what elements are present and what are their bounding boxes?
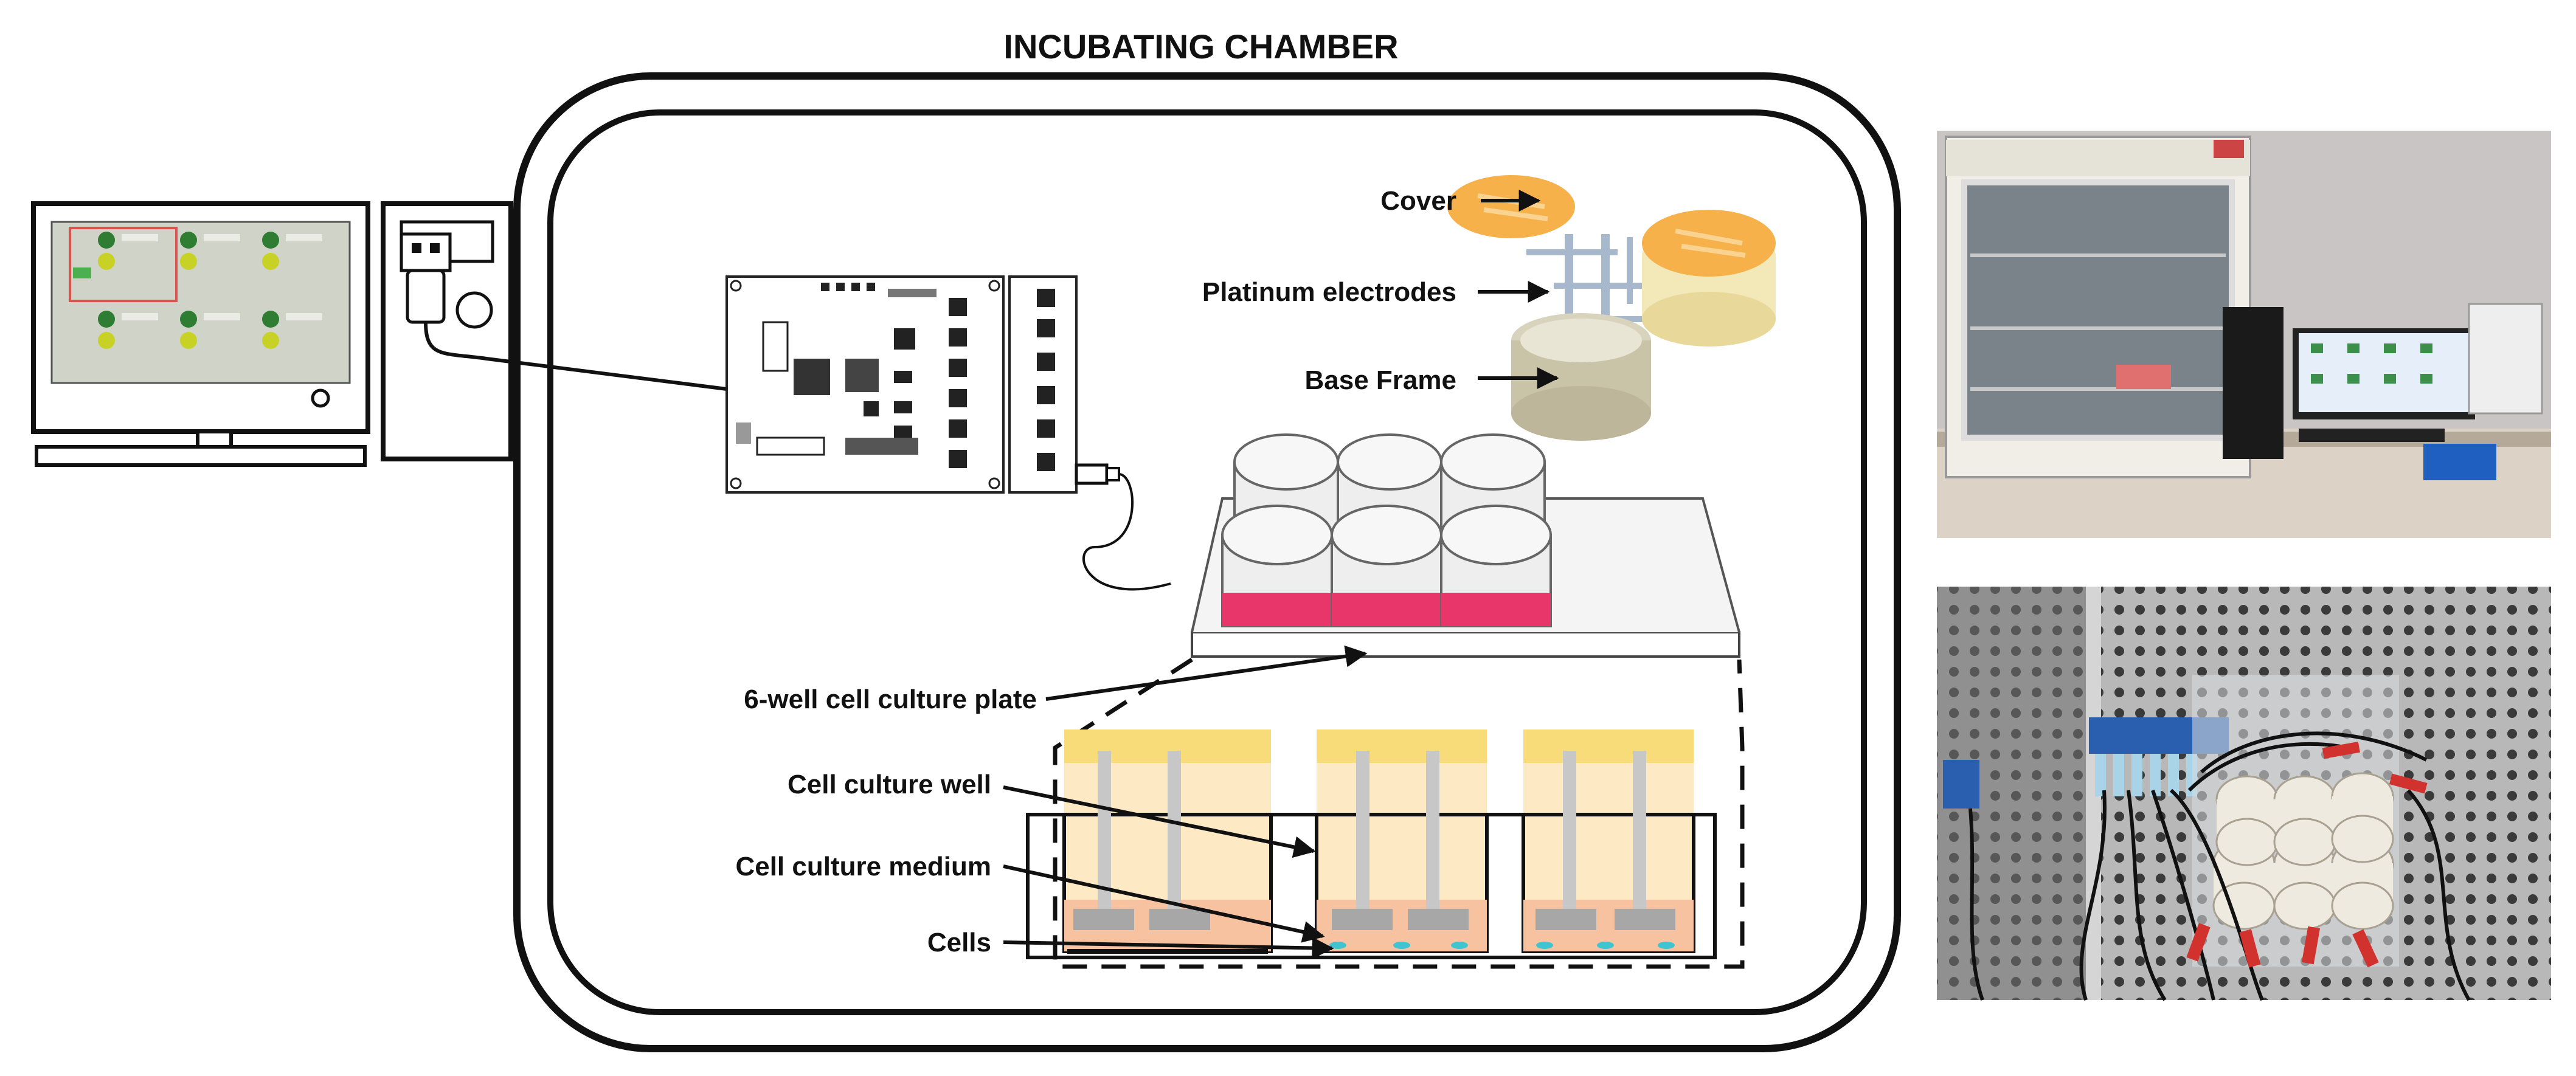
arrow-medium (1003, 864, 1325, 943)
label-platinum-electrodes: Platinum electrodes (1202, 277, 1456, 307)
board-to-plate-cable (1082, 473, 1171, 591)
cross-section (1026, 729, 1717, 959)
control-board (725, 275, 1078, 494)
monitor-base (35, 445, 367, 467)
alligator-clips (2186, 741, 2428, 968)
monitor-power-button (311, 388, 330, 408)
label-well: Cell culture well (788, 770, 991, 799)
usb-plug-body (406, 269, 446, 324)
arrow-well (1003, 785, 1316, 858)
tower-power-button (455, 291, 493, 329)
monitor-screen (50, 221, 351, 384)
label-base-frame: Base Frame (1305, 365, 1456, 395)
label-medium: Cell culture medium (735, 852, 991, 881)
diagram-title: INCUBATING CHAMBER (1003, 27, 1398, 66)
electrode-assembly-part (1526, 210, 1776, 347)
section-well-3 (1522, 729, 1695, 953)
arrow-plate (1045, 645, 1368, 701)
monitor-neck (196, 430, 233, 449)
usb-cable (424, 322, 727, 391)
photo-wells (2212, 772, 2394, 930)
chamber-inner-wall (547, 109, 1867, 1015)
pc-tower-photo (2223, 307, 2283, 459)
chamber-outer-wall (513, 72, 1901, 1052)
section-well-2 (1315, 729, 1489, 953)
monitor (31, 201, 370, 467)
screen-indicator-lights (73, 232, 322, 349)
label-plate: 6-well cell culture plate (744, 685, 1037, 714)
base-frame-part (1511, 313, 1651, 441)
label-cover: Cover (1380, 186, 1456, 216)
cover-part (1447, 175, 1575, 238)
photo-plate-in-incubator (1937, 587, 2551, 1001)
pc-tower (381, 201, 513, 461)
six-well-plate (1191, 433, 1740, 658)
usb-plug (400, 232, 452, 272)
label-cells: Cells (927, 928, 991, 957)
photo-incubator-setup (1937, 131, 2551, 538)
screen-highlight-panel (69, 227, 178, 302)
arrow-cells (1003, 937, 1334, 959)
plate-wells (1221, 433, 1552, 627)
board-connector (1075, 463, 1120, 485)
photo-wires (1968, 731, 2471, 1001)
